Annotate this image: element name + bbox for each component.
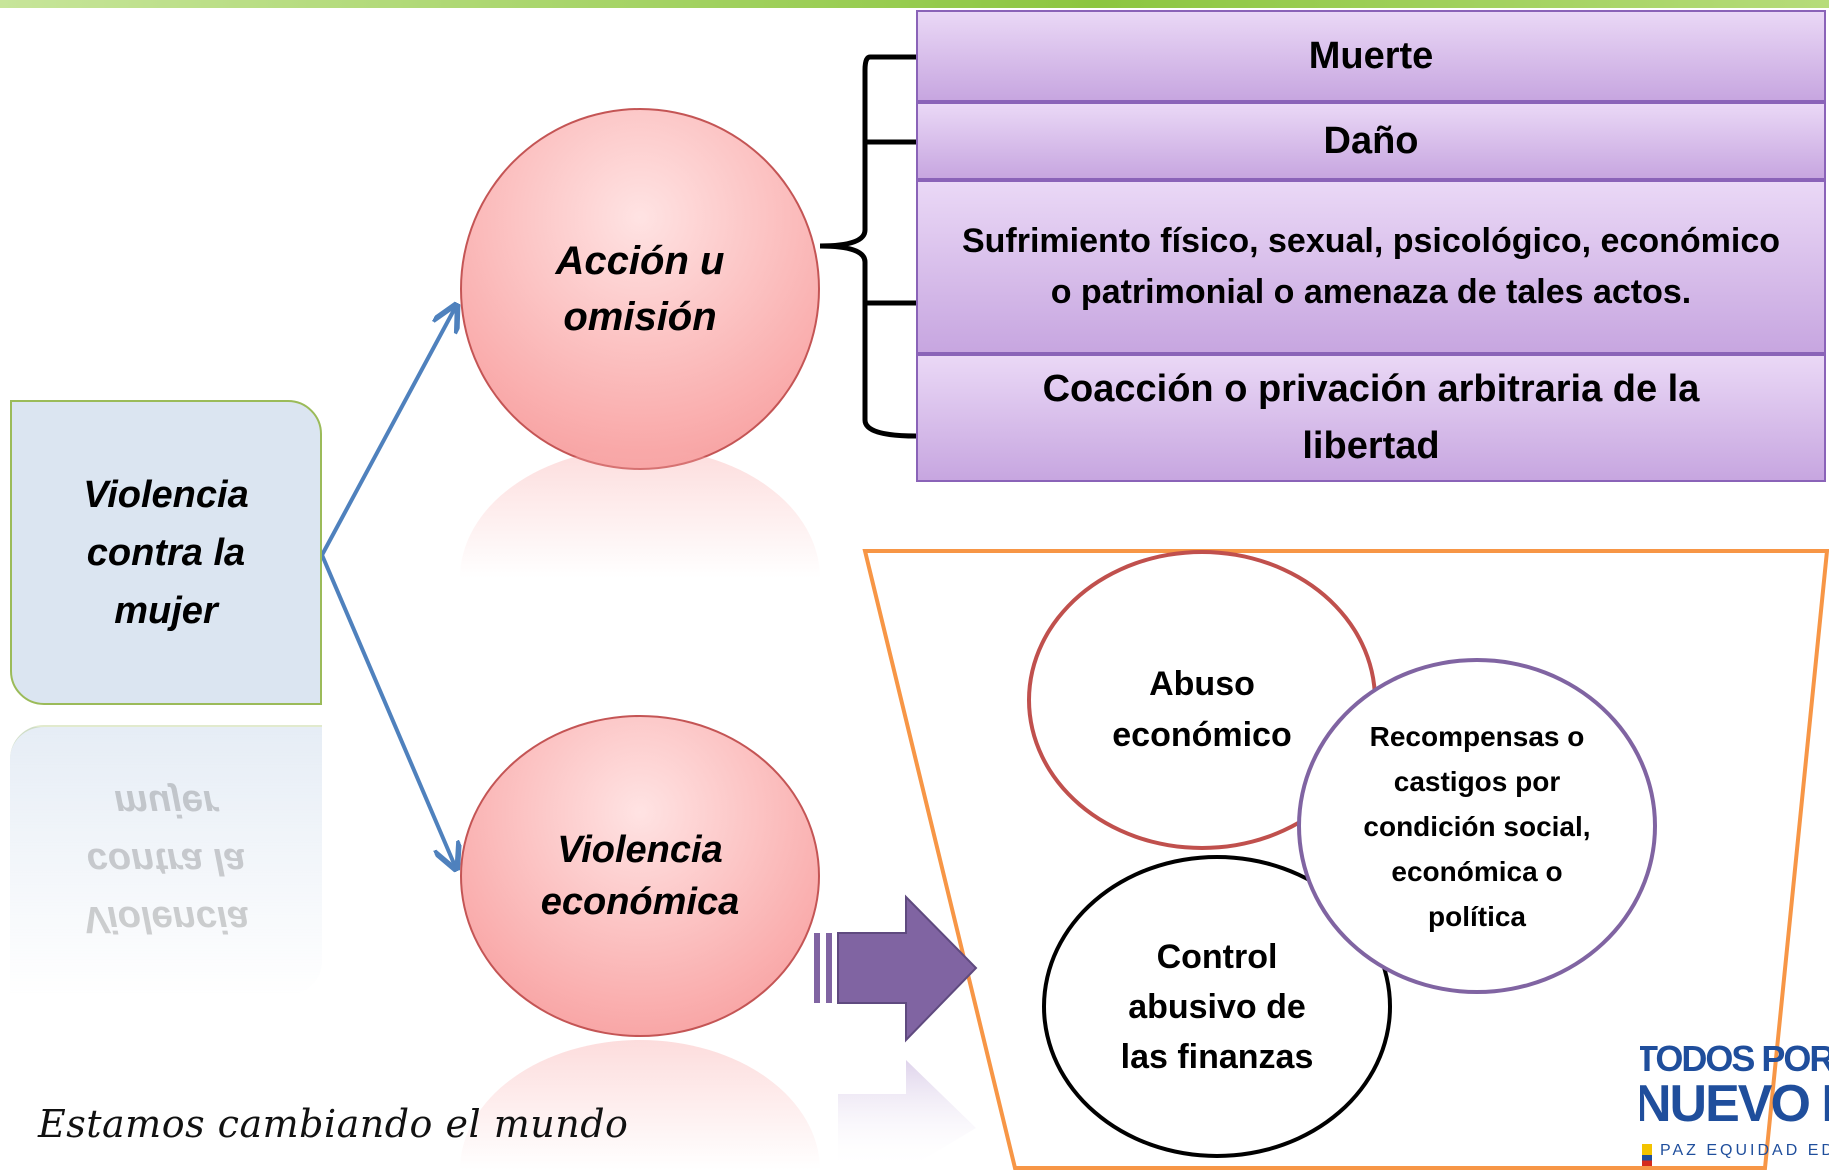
arrow-to-accion [320, 308, 455, 556]
list-item-coaccion: Coacción o privación arbitraria de la li… [916, 354, 1826, 482]
circle-accion-omision: Acción u omisión [460, 108, 820, 470]
purple-block-arrow [814, 894, 978, 1043]
list-item-muerte: Muerte [916, 10, 1826, 102]
logo-line2: NUEVO PAÍS [1640, 1075, 1829, 1133]
circle-violencia-economica: Violencia económica [460, 715, 820, 1037]
logo-line3: PAZ EQUIDAD EDUCACIÓN [1660, 1142, 1829, 1159]
list-item-muerte-label: Muerte [1308, 34, 1434, 77]
list-item-dano: Daño [916, 102, 1826, 180]
circle-economica-label: Violencia económica [540, 829, 740, 923]
circle-accion-label: Acción u omisión [555, 239, 725, 339]
main-concept-box: Violencia contra la mujer [10, 400, 322, 705]
logo-todos-por-un-nuevo-pais: TODOS POR UN NUEVO PAÍS PAZ EQUIDAD EDUC… [1640, 1038, 1829, 1170]
list-item-sufrimiento: Sufrimiento físico, sexual, psicológico,… [916, 180, 1826, 354]
curly-bracket [819, 54, 917, 439]
venn-circle-control: Control abusivo de las finanzas [1042, 855, 1392, 1158]
venn-circle-abuso: Abuso económico [1027, 550, 1377, 850]
logo-flag-mark [1642, 1144, 1652, 1166]
footer-slogan: Estamos cambiando el mundo [38, 1102, 629, 1146]
top-accent-bar [0, 0, 1829, 8]
venn-abuso-label: Abuso económico [1112, 665, 1292, 754]
list-item-dano-label: Daño [1323, 119, 1419, 162]
logo-line1: TODOS POR UN [1640, 1038, 1829, 1079]
venn-control-label: Control abusivo de las finanzas [1120, 937, 1314, 1076]
list-item-coaccion-label: Coacción o privación arbitraria de la li… [1042, 368, 1700, 467]
list-item-sufrimiento-label: Sufrimiento físico, sexual, psicológico,… [961, 222, 1781, 311]
main-concept-label: Violencia contra la mujer [83, 473, 249, 632]
arrow-to-economica [320, 554, 455, 866]
venn-recompensas-label: Recompensas o castigos por condición soc… [1363, 720, 1591, 932]
venn-circle-recompensas: Recompensas o castigos por condición soc… [1297, 658, 1657, 994]
